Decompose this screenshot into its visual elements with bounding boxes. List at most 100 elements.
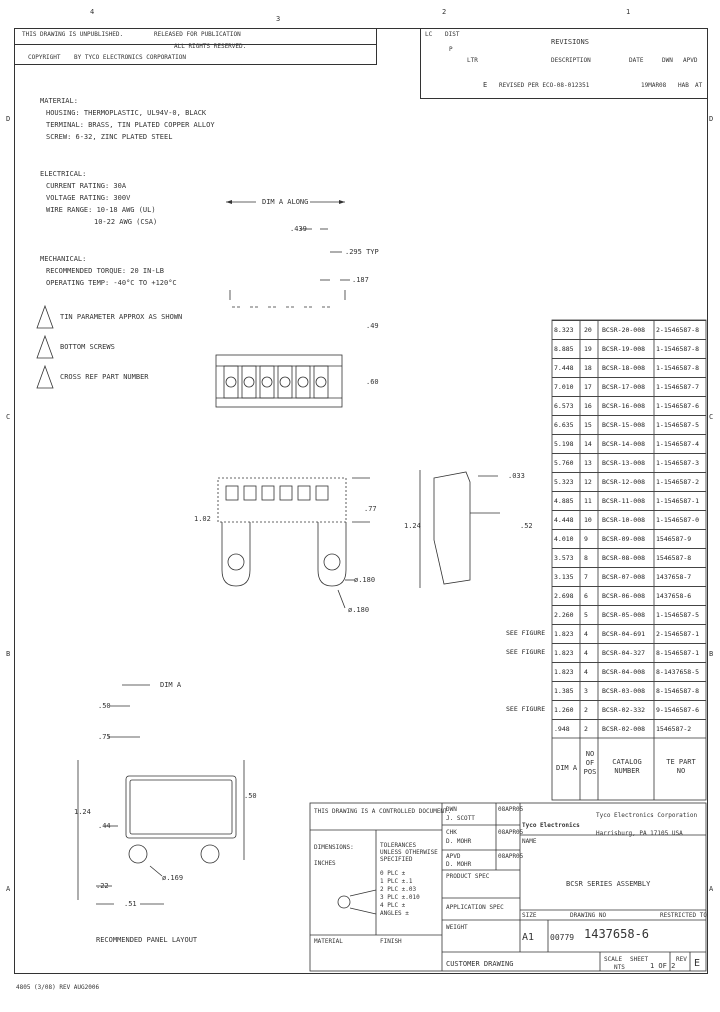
- rev-desc-hdr: DESCRIPTION: [551, 57, 591, 64]
- header-block: THIS DRAWING IS UNPUBLISHED. RELEASED FO…: [14, 28, 377, 65]
- table-cell-pos: 4: [584, 649, 588, 657]
- material-hdr: MATERIAL:: [40, 97, 78, 105]
- table-cell-catalog: BCSR-07-008: [602, 573, 646, 581]
- tb-weight: WEIGHT: [446, 924, 468, 931]
- tb-scale: NTS: [614, 964, 625, 971]
- table-cell-dim: .948: [554, 725, 570, 733]
- table-cell-part: 1-1546587-4: [656, 440, 700, 448]
- tb-tol-e: 4 PLC ±: [380, 902, 406, 909]
- electrical-hdr: ELECTRICAL:: [40, 170, 87, 178]
- table-cell-part: 1-1546587-8: [656, 345, 700, 353]
- table-cell-catalog: BCSR-08-008: [602, 554, 646, 562]
- material-screw: SCREW: 6-32, ZINC PLATED STEEL: [46, 133, 173, 141]
- table-cell-catalog: BCSR-12-008: [602, 478, 646, 486]
- tb-company: Tyco Electronics Corporation: [596, 812, 698, 819]
- dim-124b: 1.24: [74, 808, 91, 816]
- table-cell-part: 1546587-9: [656, 535, 692, 543]
- table-cell-pos: 9: [584, 535, 588, 543]
- table-cell-dim: 5.323: [554, 478, 574, 486]
- table-cell-pos: 18: [584, 364, 592, 372]
- tb-apvd-val: D. MOHR: [446, 861, 472, 868]
- table-cell-dim: 8.323: [554, 326, 574, 334]
- table-cell-part: 1-1546587-8: [656, 364, 700, 372]
- tb-controlled: THIS DRAWING IS A CONTROLLED DOCUMENT.: [314, 808, 452, 815]
- tb-rev: E: [694, 958, 701, 969]
- table-cell-pos: 2: [584, 725, 588, 733]
- tb-rev-label: REV: [676, 956, 687, 963]
- header-by: BY TYCO ELECTRONICS CORPORATION: [74, 54, 186, 61]
- rev-p: P: [449, 46, 453, 53]
- tb-tolerances: TOLERANCES UNLESS OTHERWISE SPECIFIED: [380, 842, 438, 863]
- mechanical-hdr: MECHANICAL:: [40, 255, 87, 263]
- tb-dwn-val: J. SCOTT: [446, 815, 475, 822]
- table-cell-pos: 17: [584, 383, 592, 391]
- tb-tol-b: 1 PLC ±.1: [380, 878, 413, 885]
- table-cell-part: 1-1546587-7: [656, 383, 700, 391]
- table-cell-dim: 5.198: [554, 440, 574, 448]
- rev-lc: LC: [425, 31, 433, 38]
- table-cell-dim: 7.010: [554, 383, 574, 391]
- tb-tol-d: 3 PLC ±.010: [380, 894, 420, 901]
- rev-row-desc: REVISED PER ECO-08-012351: [499, 82, 590, 89]
- table-cell-dim: 1.823: [554, 668, 574, 676]
- tb-tol-f: ANGLES ±: [380, 910, 409, 917]
- dim-187: .187: [352, 276, 369, 284]
- zone-3-top: 3: [276, 15, 281, 23]
- dim-169: ø.169: [162, 874, 184, 882]
- table-cell-part: 1-1546587-0: [656, 516, 700, 524]
- tb-name: BCSR SERIES ASSEMBLY: [566, 880, 651, 888]
- material-housing: HOUSING: THERMOPLASTIC, UL94V-0, BLACK: [46, 109, 207, 117]
- tb-name-label: NAME: [522, 838, 537, 845]
- table-cell-catalog: BCSR-20-008: [602, 326, 646, 334]
- table-cell-pos: 6: [584, 592, 588, 600]
- footer-form: 4805 (3/08) REV AUG2006: [16, 984, 100, 991]
- tb-scale-label: SCALE: [604, 956, 623, 963]
- table-cell-dim: 6.635: [554, 421, 574, 429]
- tb-restricted: RESTRICTED TO: [660, 912, 707, 919]
- table-cell-catalog: BCSR-17-008: [602, 383, 646, 391]
- rev-row-date: 19MAR08: [641, 82, 667, 89]
- table-cell-pos: 8: [584, 554, 588, 562]
- tb-tol-a: 0 PLC ±: [380, 870, 406, 877]
- dim-22: .22: [96, 882, 109, 890]
- dim-75: .75: [98, 733, 111, 741]
- table-cell-dim: 1.385: [554, 687, 574, 695]
- table-cell-part: 8-1546587-1: [656, 649, 700, 657]
- header-line3: ALL RIGHTS RESERVED.: [174, 43, 247, 50]
- electrical-voltage: VOLTAGE RATING: 300V: [46, 194, 131, 202]
- table-cell-pos: 10: [584, 516, 592, 524]
- zone-a-right: A: [709, 885, 714, 893]
- table-cell-pos: 16: [584, 402, 592, 410]
- tb-date3: 08APR05: [498, 853, 524, 860]
- flag3-text: CROSS REF PART NUMBER: [60, 373, 149, 381]
- tb-date1: 08APR05: [498, 806, 524, 813]
- table-cell-pos: 19: [584, 345, 592, 353]
- dim-295: .295 TYP: [345, 248, 379, 256]
- row-figure-note: SEE FIGURE: [506, 629, 546, 637]
- zone-a-left: A: [6, 885, 11, 893]
- mechanical-torque: RECOMMENDED TORQUE: 20 IN-LB: [46, 267, 165, 275]
- table-cell-catalog: BCSR-05-008: [602, 611, 646, 619]
- table-row: 7.010 17 BCSR-17-008 1-1546587-7: [552, 377, 706, 396]
- table-cell-part: 1546587-8: [656, 554, 692, 562]
- header-copyright: COPYRIGHT: [28, 54, 61, 61]
- table-cell-catalog: BCSR-04-691: [602, 630, 646, 638]
- table-cell-dim: 2.698: [554, 592, 574, 600]
- table-cell-part: 1546587-2: [656, 725, 692, 733]
- table-cell-part: 2-1546587-8: [656, 326, 700, 334]
- table-cell-dim: 4.448: [554, 516, 574, 524]
- table-cell-dim: 1.260: [554, 706, 574, 714]
- tb-prod-spec: PRODUCT SPEC: [446, 873, 490, 880]
- dim-124: 1.24: [404, 522, 421, 530]
- table-cell-catalog: BCSR-10-008: [602, 516, 646, 524]
- electrical-wire-ul: WIRE RANGE: 10-18 AWG (UL): [46, 206, 156, 214]
- zone-4-top: 4: [90, 8, 95, 16]
